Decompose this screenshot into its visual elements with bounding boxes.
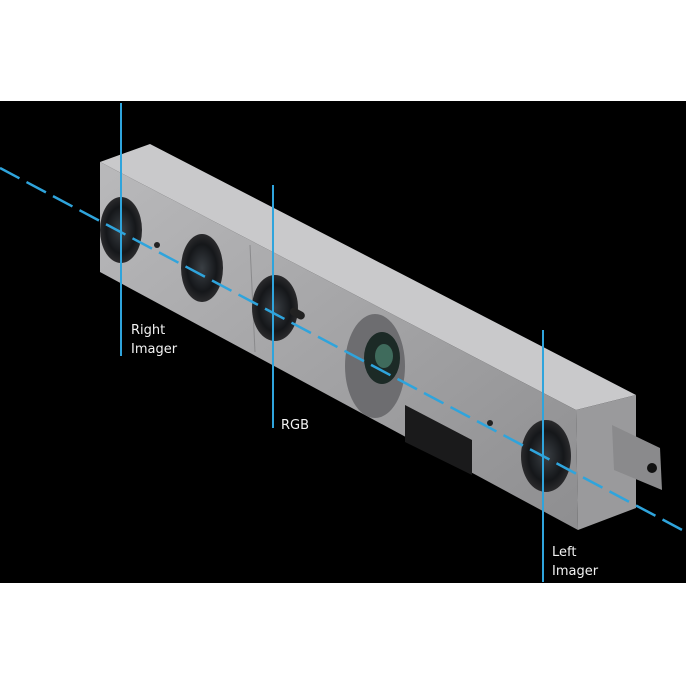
optical-axis-line [0,166,686,534]
wide-lens-glass [375,344,393,368]
rgb-label: RGB [281,418,310,433]
ir-projector-lens [181,234,223,302]
left-imager-lens [521,420,571,492]
camera-top-face [100,144,636,410]
label-line: Left [552,545,577,560]
right-imager-label: Right Imager [131,321,177,359]
label-line: Imager [552,564,599,579]
rgb-lens [252,275,298,341]
left-imager-label: Left Imager [552,543,598,581]
panel-seam [249,244,256,353]
dark-window [405,405,472,475]
small-sensor [154,242,160,248]
mounting-hole [647,463,657,473]
label-line: Imager [131,342,178,357]
mounting-tab [612,425,662,490]
label-line: Right [131,323,166,338]
status-led-slot [289,307,305,320]
small-sensor [487,420,493,426]
